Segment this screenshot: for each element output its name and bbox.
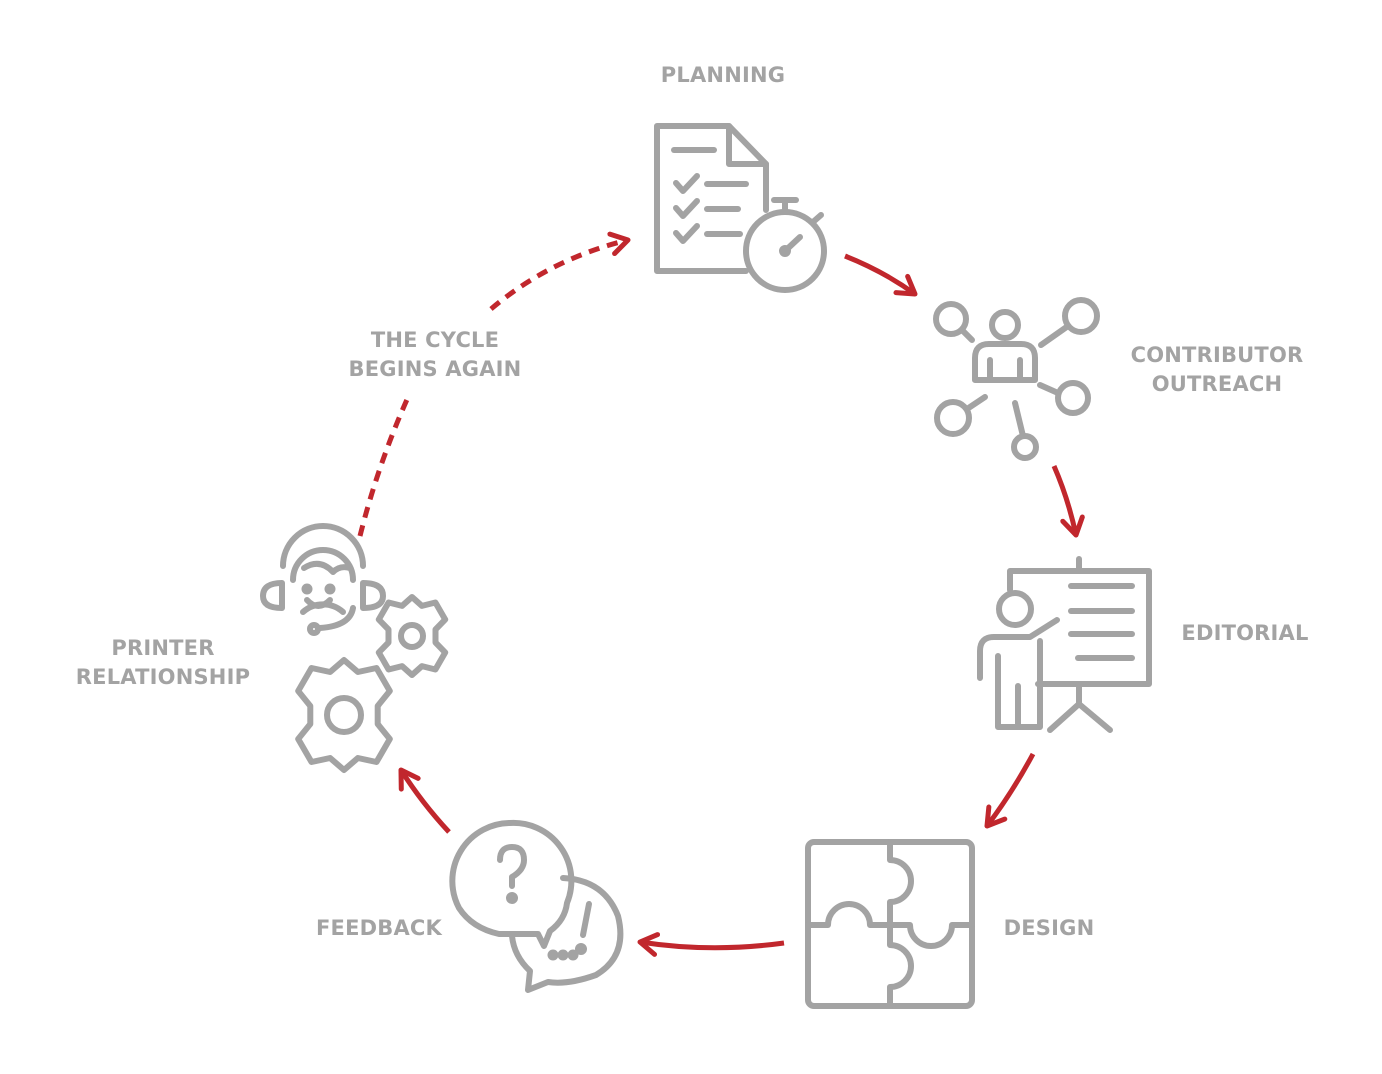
checklist-stopwatch-icon: [654, 123, 827, 293]
label-contributor-outreach: CONTRIBUTOR OUTREACH: [1130, 343, 1304, 396]
label-printer-relationship: PRINTER RELATIONSHIP: [75, 636, 251, 689]
presenter-board-icon: [977, 556, 1152, 733]
arrow-feedback-to-printer: [398, 767, 451, 834]
arrow-editorial-to-design: [984, 752, 1036, 829]
headset-gears-icon: [260, 523, 449, 773]
small-gear-icon: [375, 594, 449, 678]
arrow-cycle-restart-lower: [357, 393, 412, 537]
puzzle-icon: [805, 839, 975, 1009]
arrow-planning-to-outreach: [844, 253, 918, 297]
speech-bubbles-icon: [449, 819, 624, 993]
label-planning: PLANNING: [660, 63, 786, 87]
large-gear-icon: [295, 657, 393, 773]
arrow-cycle-restart-upper: [489, 231, 631, 311]
label-design: DESIGN: [1003, 916, 1095, 940]
network-people-icon: [933, 297, 1100, 461]
label-cycle-begins-again: THE CYCLE BEGINS AGAIN: [348, 328, 522, 381]
label-feedback: FEEDBACK: [315, 916, 442, 940]
arrow-design-to-feedback: [637, 932, 785, 957]
arrow-outreach-to-editorial: [1051, 464, 1085, 538]
label-editorial: EDITORIAL: [1181, 621, 1309, 645]
